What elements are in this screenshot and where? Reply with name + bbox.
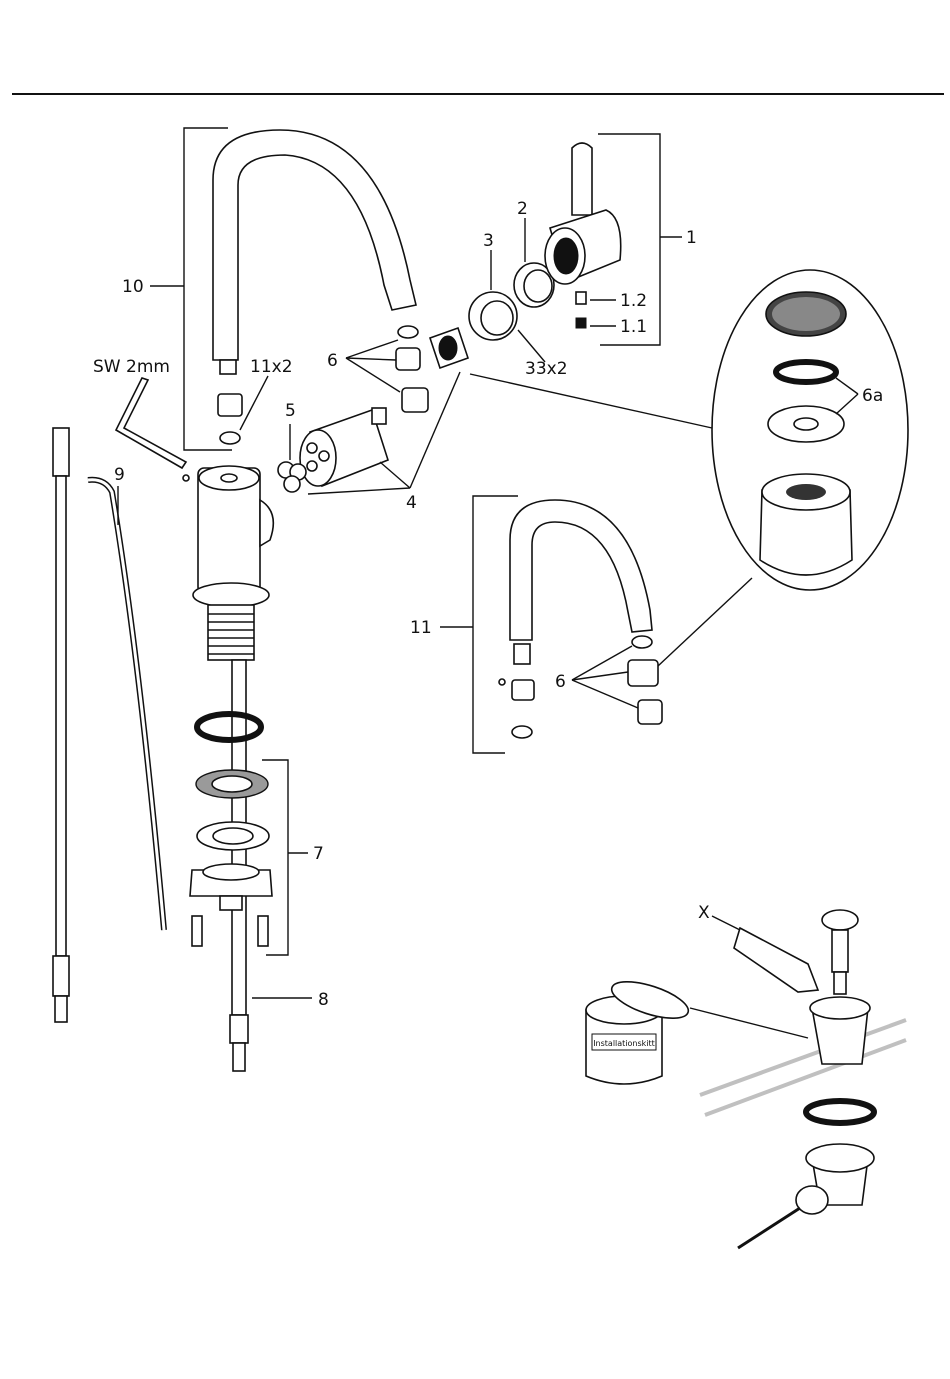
callout-9: 9: [114, 465, 125, 485]
allen-key: [116, 378, 189, 481]
callout-1: 1: [686, 228, 697, 248]
callout-sw: SW 2mm: [93, 357, 170, 377]
callout-x: X: [698, 903, 710, 923]
callout-1-1: 1.1: [620, 317, 647, 337]
callout-8: 8: [318, 990, 329, 1010]
callout-33x2: 33x2: [525, 359, 568, 379]
putty-can-label: Installationskitt: [593, 1039, 655, 1048]
cartridge-4: [300, 408, 388, 486]
spout-11: [499, 500, 652, 738]
callout-6-bottom: 6: [555, 672, 566, 692]
leader-6-bottom: [572, 578, 752, 708]
callout-6a: 6a: [862, 386, 883, 406]
spout-adapter-part: [218, 394, 242, 444]
leader-11x2: [240, 376, 268, 430]
callout-7: 7: [313, 844, 324, 864]
aerator-set-6-top: [396, 326, 468, 412]
supply-hose-left: [53, 428, 69, 1022]
callout-2: 2: [517, 199, 528, 219]
faucet-body: [193, 466, 273, 660]
callout-6-top: 6: [327, 351, 338, 371]
leader-to-detail: [470, 374, 712, 428]
mounting-set-7: [190, 714, 272, 946]
callout-10: 10: [122, 277, 144, 297]
bracket-7: [262, 760, 308, 955]
x-tool: [734, 928, 818, 992]
leader-6-top: [346, 340, 400, 392]
callout-11x2: 11x2: [250, 357, 293, 377]
putty-can: [586, 974, 692, 1084]
leader-x: [712, 916, 740, 930]
callout-4: 4: [406, 493, 417, 513]
aerator-set-6-bottom: [628, 636, 662, 724]
callout-11: 11: [410, 618, 432, 638]
callout-3: 3: [483, 231, 494, 251]
callout-5: 5: [285, 401, 296, 421]
tube-9: [88, 480, 164, 930]
leader-33x2: [518, 330, 545, 362]
aerator-detail-6a: [712, 270, 908, 590]
seal-5: [278, 462, 306, 492]
leader-putty: [690, 1008, 808, 1038]
ring-3: [469, 292, 517, 340]
callout-1-2: 1.2: [620, 291, 647, 311]
spout-10: [213, 130, 416, 374]
bracket-11: [440, 496, 518, 753]
